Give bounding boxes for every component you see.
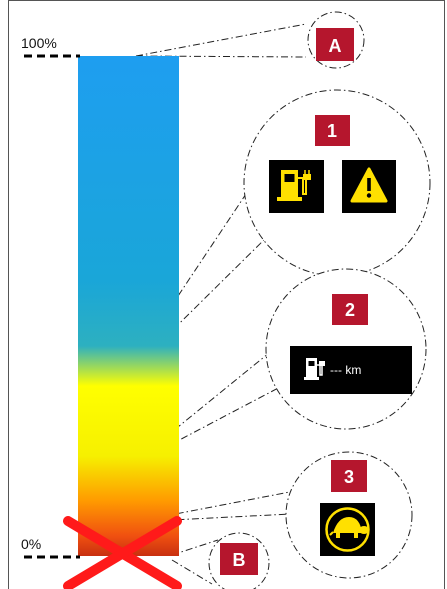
warning-triangle-icon — [342, 160, 396, 213]
badge-b-label: B — [233, 550, 246, 570]
leader-b-upper — [171, 539, 219, 556]
empty-cross-mark — [63, 516, 182, 589]
badge-2-label: 2 — [345, 300, 355, 320]
range-value-text: --- km — [330, 363, 361, 377]
fuel-pump-plug-icon — [269, 160, 324, 213]
battery-gradient-bar — [78, 56, 179, 556]
leader-b-lower — [171, 559, 213, 585]
top-marker: 100% — [21, 35, 80, 58]
leader-a-lower — [135, 55, 307, 58]
badge-3-label: 3 — [344, 467, 354, 487]
badge-a-label: A — [329, 36, 342, 56]
bottom-marker: 0% — [21, 536, 80, 559]
top-percent-label: 100% — [21, 35, 57, 51]
diagram-frame — [8, 0, 445, 589]
badge-1 — [315, 115, 350, 146]
callout-b: B — [208, 532, 270, 589]
leader-3-lower — [133, 513, 291, 523]
callout-1: 1 — [243, 89, 431, 277]
callout-2: 2 --- km — [265, 268, 427, 430]
callout-a: A — [307, 11, 365, 69]
badge-3 — [331, 460, 367, 492]
fuel-pump-plug-icon — [304, 358, 325, 380]
leader-1-left — [121, 187, 251, 381]
badge-1-label: 1 — [327, 121, 337, 141]
badge-2 — [332, 294, 368, 325]
leader-lines — [121, 23, 307, 585]
turtle-icon — [320, 503, 375, 556]
callout-3: 3 — [285, 451, 413, 579]
badge-a — [316, 28, 354, 61]
bottom-percent-label: 0% — [21, 536, 41, 552]
leader-3-upper — [133, 489, 301, 523]
badge-b — [220, 543, 258, 575]
leader-a-upper — [135, 23, 307, 57]
